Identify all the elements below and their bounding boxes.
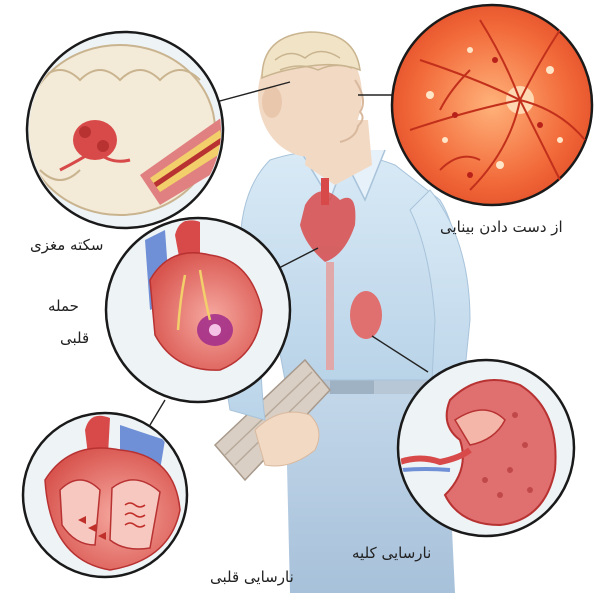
kidney-circle bbox=[398, 360, 574, 536]
renal-vessel-blue bbox=[402, 469, 450, 470]
label-stroke: سکته مغزی bbox=[30, 236, 103, 254]
heart-attack-circle bbox=[106, 218, 290, 402]
stroke-circle bbox=[25, 32, 235, 228]
heart-infarct-core bbox=[209, 324, 221, 336]
label-vision-loss: از دست دادن بینایی bbox=[440, 218, 563, 236]
label-heart-failure: نارسایی قلبی bbox=[210, 568, 294, 586]
label-kidney-failure: نارسایی کلیه bbox=[352, 544, 431, 562]
ear bbox=[262, 86, 282, 118]
retina-circle bbox=[392, 5, 592, 205]
hemorrhage-spot bbox=[97, 140, 109, 152]
label-heart-attack-line2: قلبی bbox=[60, 329, 89, 347]
connector-heart-failure bbox=[150, 400, 165, 425]
label-heart-attack-line1: حمله bbox=[48, 297, 79, 315]
body-kidney bbox=[350, 291, 382, 339]
hemorrhage-spot bbox=[79, 126, 91, 138]
heart-failure-circle bbox=[23, 413, 187, 577]
hemorrhage bbox=[73, 120, 117, 160]
